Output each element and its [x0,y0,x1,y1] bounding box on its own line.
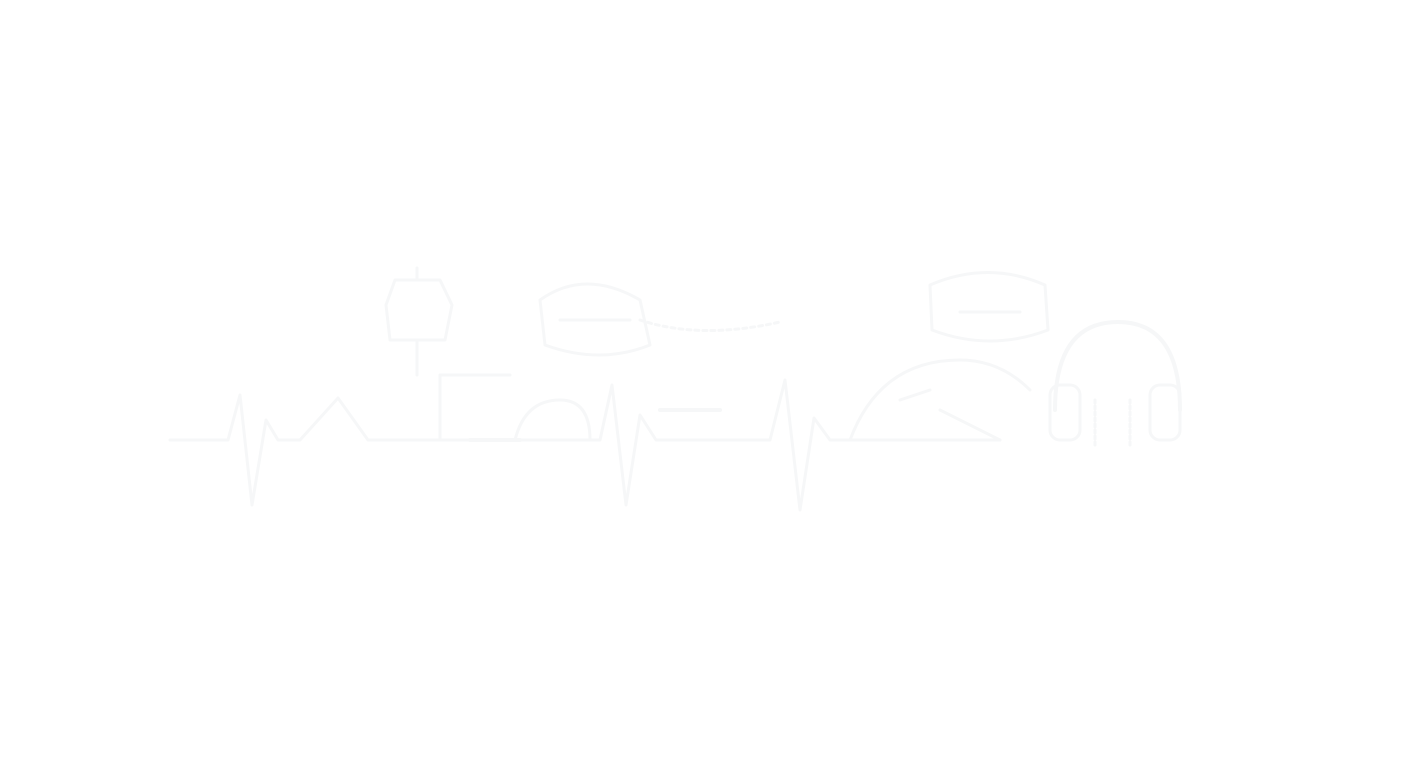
desk-lamp-icon [384,266,522,442]
person-icon [848,271,1050,442]
headphones-icon [1048,320,1182,447]
teapot-icon [513,282,782,442]
heartbeat-line-icon [168,378,1002,512]
